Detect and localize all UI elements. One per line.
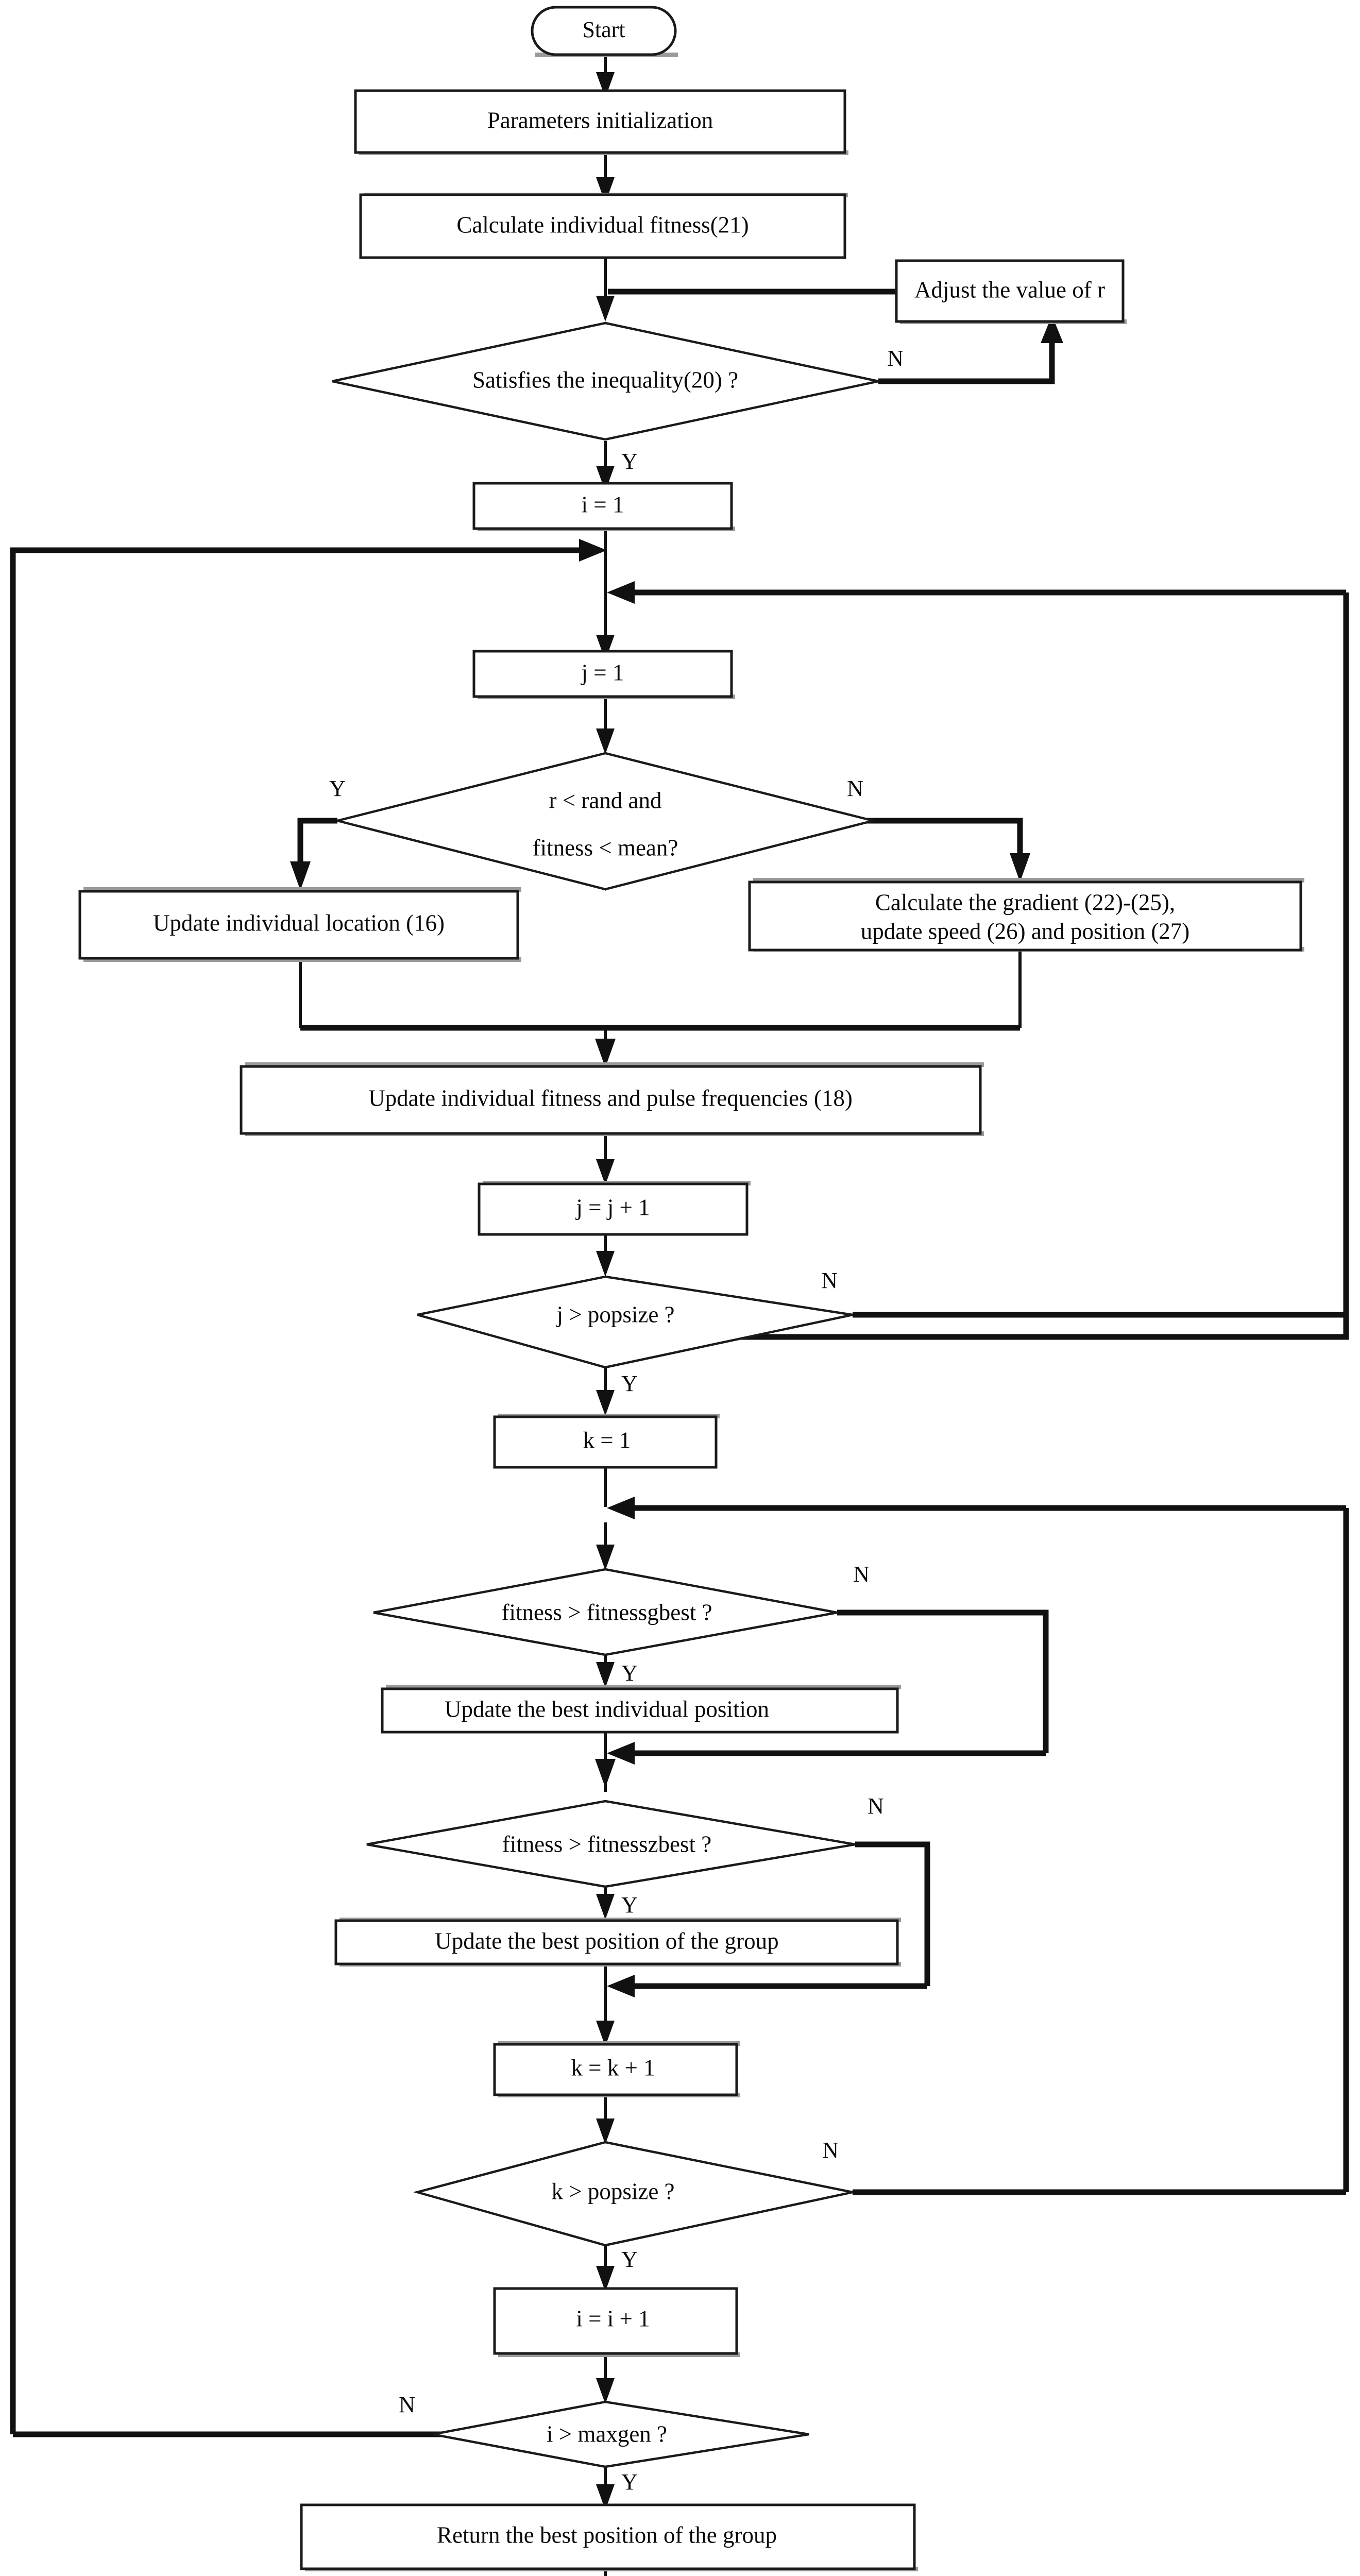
arrowhead-fitgbest <box>596 1545 615 1570</box>
node-rand-check-label-line2: fitness < mean? <box>533 835 678 860</box>
node-update-gbest-label: Update the best individual position <box>445 1696 769 1722</box>
node-k-increment-label: k = k + 1 <box>571 2055 655 2080</box>
arrowhead-iinc <box>596 2266 615 2292</box>
node-params-init[interactable]: Parameters initialization <box>354 89 848 155</box>
node-return-best-label: Return the best position of the group <box>437 2522 777 2548</box>
node-rand-check[interactable]: r < rand and fitness < mean? <box>337 751 874 891</box>
node-return-best[interactable]: Return the best position of the group <box>300 2503 918 2571</box>
node-i-maxgen[interactable]: i > maxgen ? <box>432 2400 809 2468</box>
edge-fitgbest-no <box>837 1609 1049 1753</box>
node-k-init-label: k = 1 <box>583 1427 631 1453</box>
edge-rand-yes <box>297 818 337 871</box>
node-k-increment[interactable]: k = k + 1 <box>493 2041 740 2097</box>
node-i-init-label: i = 1 <box>582 492 624 517</box>
node-fit-gbest[interactable]: fitness > fitnessgbest ? <box>373 1568 838 1656</box>
node-start-label: Start <box>582 17 625 42</box>
arrowhead-updateloc <box>290 861 311 890</box>
edge-label-fitgbest-no: N <box>853 1562 870 1587</box>
arrowhead-kpopsize <box>596 2119 615 2144</box>
edge-fitzbest-no <box>855 1841 930 1986</box>
node-j-init[interactable]: j = 1 <box>472 650 735 699</box>
arrowhead-fitzbest-rejoin <box>607 1975 635 1997</box>
node-adjust-r-label: Adjust the value of r <box>914 277 1105 302</box>
arrowhead-randcheck <box>596 728 615 754</box>
node-k-popsize[interactable]: k > popsize ? <box>413 2141 853 2247</box>
node-check-inequality-label: Satisfies the inequality(20) ? <box>472 367 738 393</box>
arrowhead-updategbest <box>596 1662 615 1688</box>
node-fit-zbest[interactable]: fitness > fitnesszbest ? <box>366 1800 856 1888</box>
arrowhead-imaxgen <box>596 2378 615 2404</box>
edge-ineq-no-to-adjustr <box>878 330 1055 384</box>
edge-label-rand-yes: Y <box>329 776 346 801</box>
edge-label-imaxgen-yes: Y <box>621 2469 638 2495</box>
node-calc-gradient-label-line1: Calculate the gradient (22)-(25), <box>875 889 1175 915</box>
node-i-increment[interactable]: i = i + 1 <box>493 2287 740 2357</box>
edge-label-fitzbest-no: N <box>868 1793 884 1819</box>
edge-imaxgen-no-loop <box>10 547 592 2434</box>
node-start[interactable]: Start <box>531 6 678 57</box>
node-j-popsize-label: j > popsize ? <box>555 1301 674 1327</box>
arrowhead-calcfit <box>596 177 615 203</box>
arrowhead-jinit <box>596 635 615 660</box>
node-j-increment[interactable]: j = j + 1 <box>478 1181 751 1236</box>
node-update-zbest-label: Update the best position of the group <box>435 1928 778 1954</box>
edge-label-fitzbest-yes: Y <box>621 1892 638 1918</box>
node-i-init[interactable]: i = 1 <box>472 482 735 531</box>
arrowhead-params <box>596 72 615 98</box>
node-update-location-label: Update individual location (16) <box>153 910 445 936</box>
node-calc-gradient[interactable]: Calculate the gradient (22)-(25), update… <box>748 878 1304 952</box>
arrowhead-adjustr <box>1041 315 1063 343</box>
arrowhead-ineq <box>596 296 615 321</box>
node-j-increment-label: j = j + 1 <box>575 1194 650 1220</box>
arrowhead-fitgbest-rejoin <box>607 1742 635 1765</box>
edge-layer <box>10 56 1349 2576</box>
arrowhead-kinit <box>596 1390 615 1416</box>
edge-label-inequality-yes: Y <box>621 449 638 474</box>
node-params-init-label: Parameters initialization <box>487 107 713 133</box>
edge-label-imaxgen-no: N <box>399 2392 415 2417</box>
node-fit-zbest-label: fitness > fitnesszbest ? <box>502 1831 712 1857</box>
edge-label-rand-no: N <box>847 776 863 801</box>
node-calc-fitness-label: Calculate individual fitness(21) <box>456 212 749 238</box>
arrowhead-outerloop <box>579 539 607 562</box>
arrowhead-iinit <box>596 466 615 492</box>
edge-label-jpopsize-no: N <box>821 1268 838 1293</box>
node-check-inequality[interactable]: Satisfies the inequality(20) ? <box>332 321 879 441</box>
edge-label-jpopsize-yes: Y <box>621 1371 638 1396</box>
node-i-maxgen-label: i > maxgen ? <box>547 2421 667 2447</box>
node-calc-gradient-label-line2: update speed (26) and position (27) <box>861 918 1190 944</box>
node-adjust-r[interactable]: Adjust the value of r <box>895 259 1127 324</box>
arrowhead-jinc <box>596 1159 615 1185</box>
arrowhead-returnbest <box>596 2484 615 2510</box>
node-k-init[interactable]: k = 1 <box>493 1414 720 1469</box>
node-j-popsize[interactable]: j > popsize ? <box>417 1275 853 1369</box>
arrowhead-updatefit <box>595 1039 616 1067</box>
node-update-fitness[interactable]: Update individual fitness and pulse freq… <box>240 1062 984 1136</box>
edge-jpopsize-no-loop <box>621 592 1349 1340</box>
node-update-zbest[interactable]: Update the best position of the group <box>334 1918 901 1967</box>
arrowhead-kloop <box>607 1497 635 1519</box>
arrowhead-kinc <box>596 2021 615 2046</box>
node-update-gbest[interactable]: Update the best individual position <box>381 1685 901 1734</box>
arrowhead-jpopsize <box>596 1251 615 1277</box>
node-rand-check-label-line1: r < rand and <box>549 787 661 813</box>
node-update-location[interactable]: Update individual location (16) <box>78 887 521 962</box>
node-k-popsize-label: k > popsize ? <box>551 2178 674 2204</box>
edge-label-inequality-no: N <box>887 346 904 371</box>
edge-label-kpopsize-no: N <box>822 2138 839 2163</box>
arrowhead-updatezbest <box>596 1894 615 1920</box>
node-i-increment-label: i = i + 1 <box>576 2306 650 2331</box>
node-calc-fitness[interactable]: Calculate individual fitness(21) <box>359 193 848 259</box>
edge-label-kpopsize-yes: Y <box>621 2247 638 2272</box>
arrowhead-calcgrad <box>1010 853 1030 882</box>
edge-label-fitgbest-yes: Y <box>621 1660 638 1686</box>
node-update-fitness-label: Update individual fitness and pulse freq… <box>368 1085 853 1111</box>
node-fit-gbest-label: fitness > fitnessgbest ? <box>501 1599 712 1625</box>
node-j-init-label: j = 1 <box>581 659 624 685</box>
